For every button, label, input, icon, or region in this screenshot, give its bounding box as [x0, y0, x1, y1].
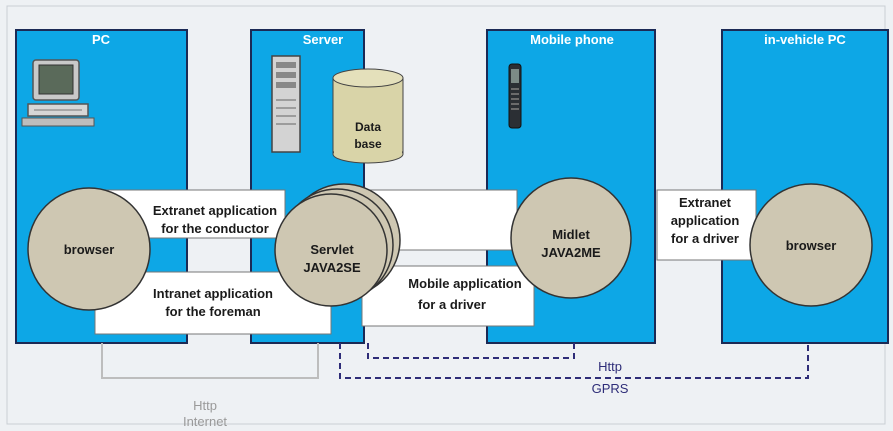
pc-browser-node — [27, 187, 151, 311]
server-tower-icon — [271, 55, 301, 153]
mobile-driver-line1: Mobile application — [408, 276, 521, 291]
gprs-label-line2: GPRS — [592, 381, 629, 396]
pc-browser-label: browser — [64, 242, 115, 257]
extranet-driver-line1: Extranet — [679, 195, 732, 210]
panel-title-in-vehicle-pc: in-vehicle PC — [764, 32, 846, 47]
panel-title-server: Server — [303, 32, 343, 47]
box-mobile-driver — [361, 265, 535, 327]
extranet-driver-line2: application — [671, 213, 740, 228]
midlet-label-line2: JAVA2ME — [541, 245, 601, 260]
box-extranet-driver — [656, 189, 757, 261]
internet-link-line — [101, 343, 319, 379]
servlet-label-line2: JAVA2SE — [303, 260, 361, 275]
mobile-phone-icon — [508, 63, 522, 129]
servlet-label-line1: Servlet — [310, 242, 354, 257]
database-cylinder-icon: Data base — [332, 68, 404, 164]
extranet-conductor-line1: Extranet application — [153, 203, 277, 218]
extranet-conductor-line2: for the conductor — [161, 221, 269, 236]
gprs-label-line1: Http — [598, 359, 622, 374]
intranet-foreman-line1: Intranet application — [153, 286, 273, 301]
panel-title-mobile-phone: Mobile phone — [530, 32, 614, 47]
mobile-driver-line2: for a driver — [418, 297, 486, 312]
gprs-link-line — [339, 343, 809, 379]
desktop-computer-icon — [21, 59, 95, 127]
vehicle-browser-label: browser — [786, 238, 837, 253]
internet-label-line2: Internet — [183, 414, 227, 429]
extranet-driver-line3: for a driver — [671, 231, 739, 246]
intranet-foreman-line2: for the foreman — [165, 304, 260, 319]
midlet-node — [510, 177, 632, 299]
database-label-line1: Data — [355, 120, 381, 134]
database-label-line2: base — [354, 137, 382, 151]
gprs-inner-link-line — [367, 343, 575, 359]
panel-title-pc: PC — [92, 32, 111, 47]
servlet-node — [274, 193, 388, 307]
internet-label-line1: Http — [193, 398, 217, 413]
midlet-label-line1: Midlet — [552, 227, 590, 242]
vehicle-browser-node — [749, 183, 873, 307]
